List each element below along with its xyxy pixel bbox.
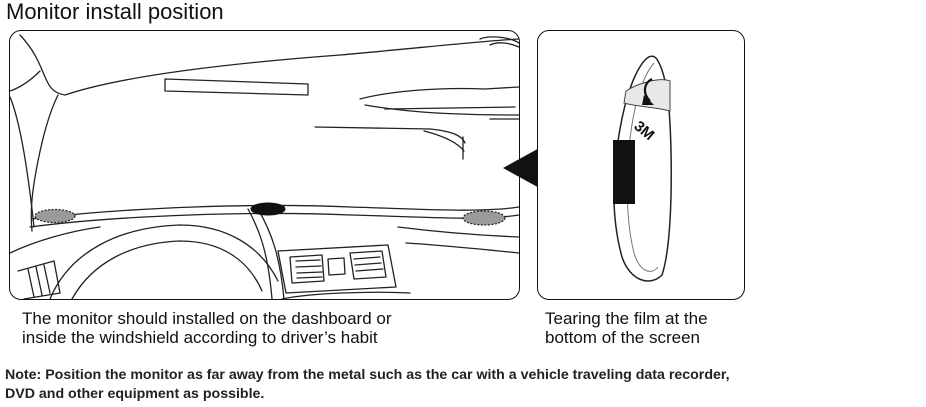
- curved-arrow-icon: [643, 78, 653, 102]
- dashboard-caption-line-2: inside the windshield according to drive…: [22, 328, 378, 347]
- interior-line-1: [314, 126, 431, 130]
- center-vent-right: [349, 250, 387, 280]
- steering-wheel-outer: [49, 224, 279, 299]
- installation-note: Note: Position the monitor as far away f…: [5, 366, 923, 404]
- console-left-edge: [247, 208, 273, 299]
- dash-right-curve-2: [405, 242, 519, 254]
- adhesive-strip: [613, 140, 635, 204]
- steering-wheel-inner: [71, 240, 263, 299]
- sun-visor-top: [359, 86, 519, 100]
- dash-right-curve: [397, 226, 519, 238]
- curved-arrow-head: [642, 95, 654, 105]
- dashboard-caption: The monitor should installed on the dash…: [22, 309, 392, 347]
- left-vent-slats: [27, 264, 51, 298]
- monitor-illustration: 3M: [613, 55, 672, 282]
- hazard-button: [327, 257, 346, 276]
- interior-line-4: [423, 130, 465, 152]
- a-pillar-left: [10, 70, 41, 92]
- a-pillar-edge: [30, 94, 59, 232]
- monitor-detail-panel: 3M: [537, 30, 745, 300]
- dashboard-illustration: [10, 34, 519, 299]
- center-vent-right-slats: [353, 256, 384, 272]
- dashboard-caption-line-1: The monitor should installed on the dash…: [22, 309, 392, 328]
- film-caption-line-1: Tearing the film at the: [545, 309, 708, 328]
- sun-visor-bottom: [364, 104, 519, 116]
- mount-position-center: [250, 202, 286, 216]
- center-vent-frame: [277, 244, 397, 294]
- note-line-2: DVD and other equipment as possible.: [5, 386, 265, 402]
- center-vent-left-slats: [295, 259, 323, 279]
- sun-visor-mid: [384, 106, 516, 110]
- interior-line-2: [429, 128, 466, 144]
- mount-position-right: [462, 210, 506, 226]
- dashboard-illustration-panel: [9, 30, 520, 300]
- dashboard-top-edge: [31, 204, 519, 220]
- grab-handle: [479, 36, 519, 44]
- page-title: Monitor install position: [6, 0, 224, 24]
- film-caption-line-2: bottom of the screen: [545, 328, 700, 347]
- windshield-frame-top: [19, 34, 519, 96]
- dash-left-curve: [10, 226, 101, 254]
- grab-handle-inner: [489, 42, 519, 48]
- mount-position-left: [34, 208, 76, 224]
- triangle-left-icon: [503, 146, 543, 190]
- film-caption: Tearing the film at the bottom of the sc…: [545, 309, 708, 347]
- console-left-inner: [257, 208, 285, 299]
- rearview-mirror: [164, 78, 309, 96]
- dashboard-lower-edge: [29, 212, 519, 228]
- console-bottom: [281, 291, 411, 299]
- left-air-vent: [17, 260, 61, 299]
- note-line-1: Note: Position the monitor as far away f…: [5, 367, 730, 383]
- center-vent-left: [289, 254, 325, 284]
- a-pillar-inner: [10, 96, 35, 228]
